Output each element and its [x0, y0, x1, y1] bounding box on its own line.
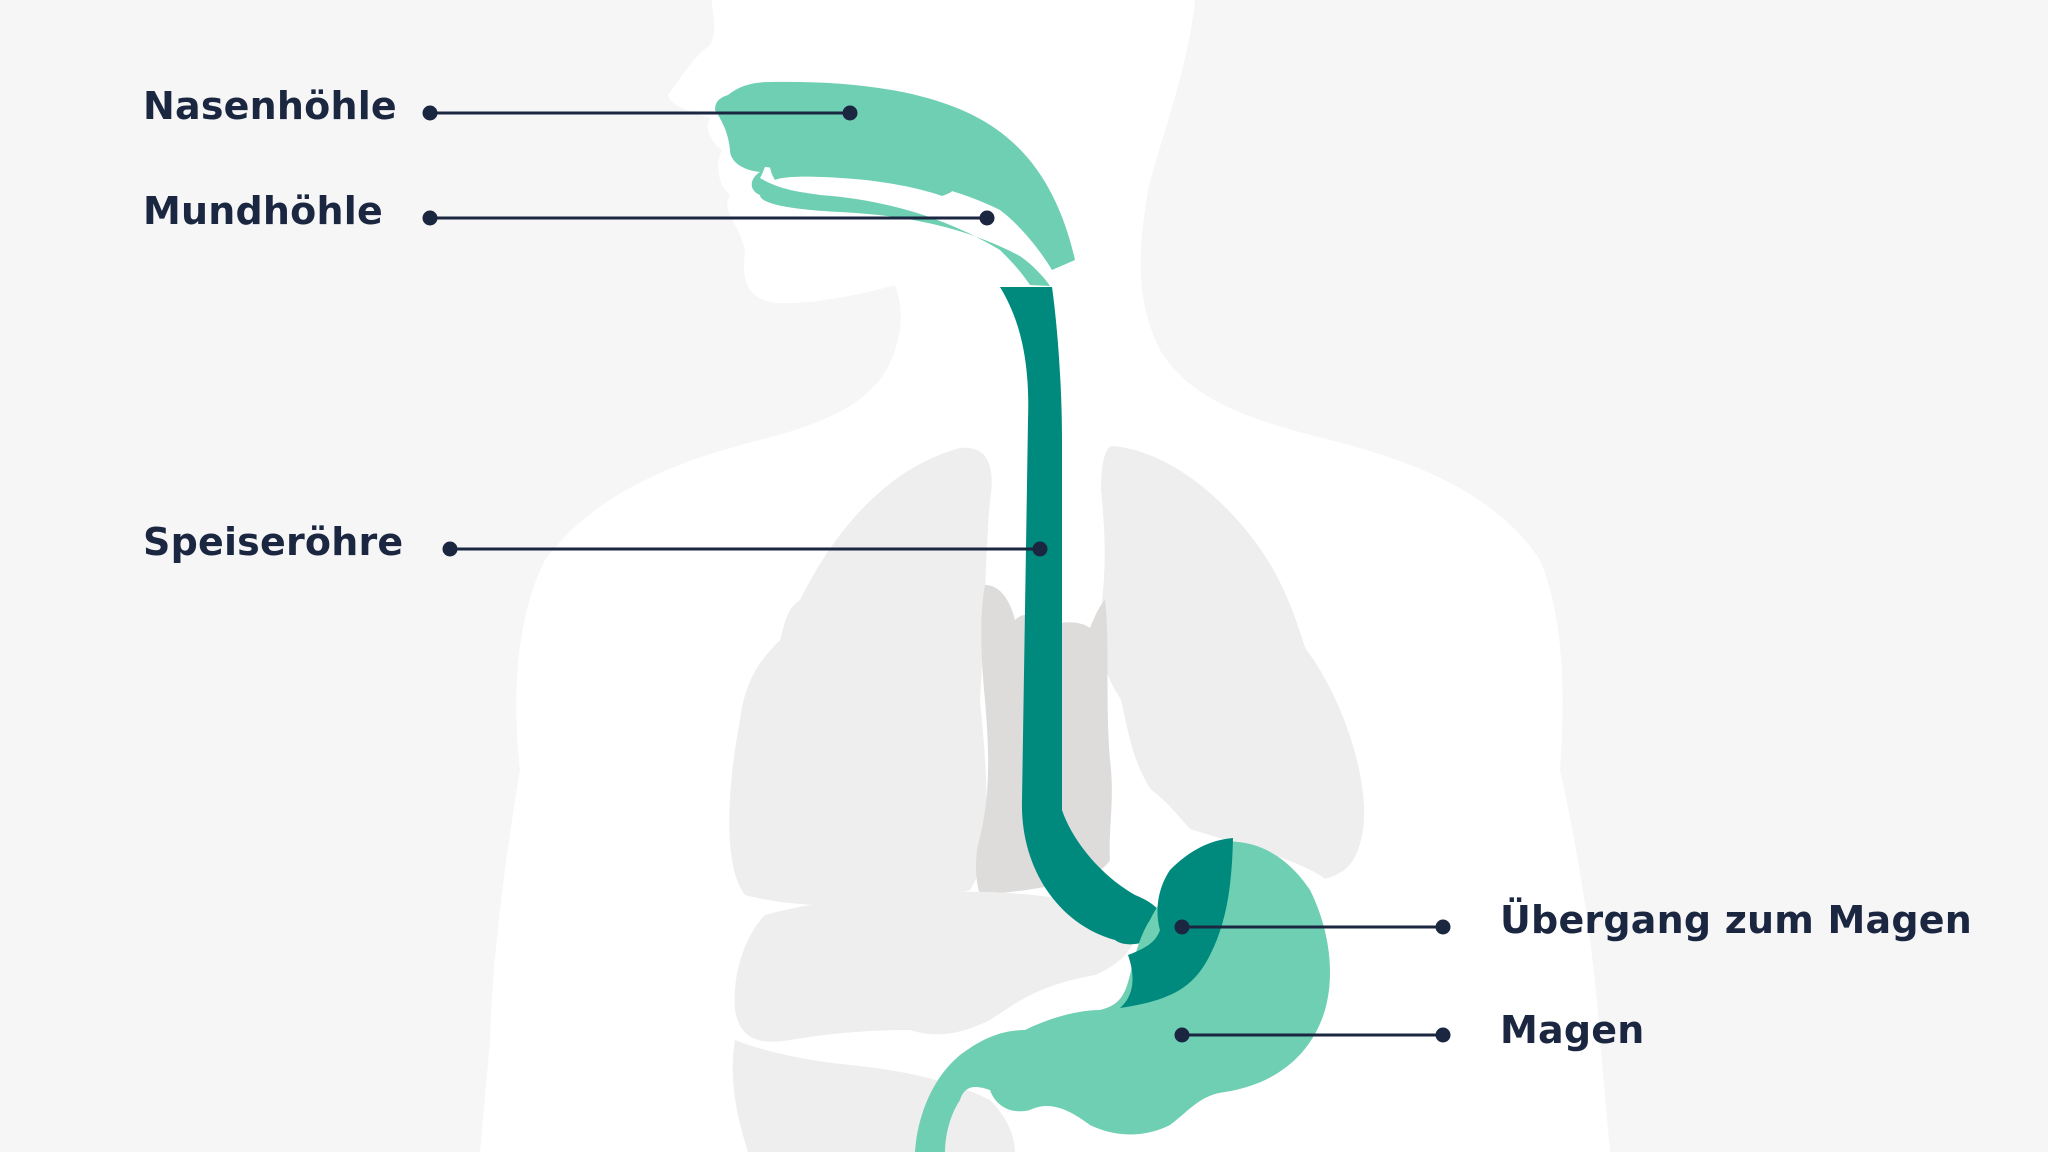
label-nasal-cavity: Nasenhöhle	[143, 84, 397, 128]
leader-dot-gastric-junction-start	[1174, 919, 1190, 935]
leader-lines	[422, 105, 1451, 1043]
label-gastric-junction: Übergang zum Magen	[1500, 898, 1972, 942]
leader-dot-oral-cavity-start	[422, 210, 438, 226]
liver	[734, 891, 1136, 1042]
label-esophagus: Speiseröhre	[143, 520, 404, 564]
leader-dot-gastric-junction-end	[1435, 919, 1451, 935]
esophagus	[1000, 287, 1164, 945]
leader-dot-nasal-cavity-end	[842, 105, 858, 121]
leader-dot-esophagus-end	[1032, 541, 1048, 557]
leader-dot-esophagus-start	[442, 541, 458, 557]
nasal-cavity	[715, 81, 1075, 287]
label-oral-cavity: Mundhöhle	[143, 189, 383, 233]
leader-dot-stomach-start	[1174, 1027, 1190, 1043]
leader-dot-stomach-end	[1435, 1027, 1451, 1043]
leader-dot-nasal-cavity-start	[422, 105, 438, 121]
leader-dot-oral-cavity-end	[979, 210, 995, 226]
left-lung	[729, 447, 992, 906]
oral-cavity	[770, 164, 954, 196]
label-stomach: Magen	[1500, 1008, 1645, 1052]
stomach	[915, 841, 1330, 1152]
